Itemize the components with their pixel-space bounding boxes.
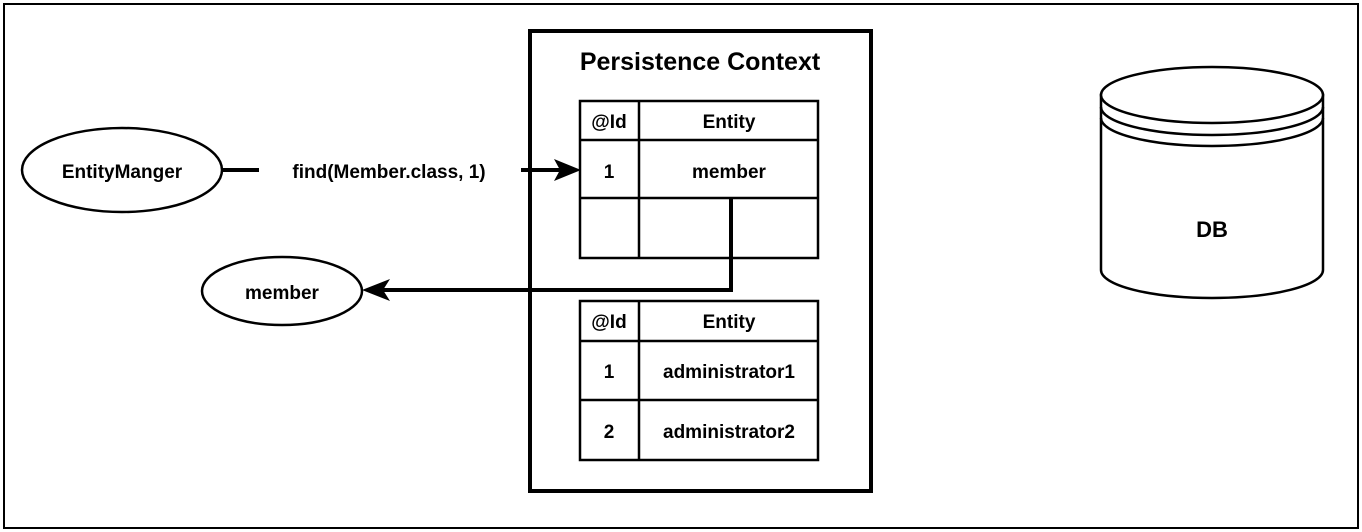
table2-outline (578, 299, 820, 462)
member-ellipse[interactable] (200, 255, 364, 327)
table1-row0-id: 1 (604, 162, 615, 183)
find-edge-label: find(Member.class, 1) (292, 162, 485, 183)
table2-row1-entity: administrator2 (663, 422, 795, 443)
member-label: member (245, 283, 320, 304)
table-outline (578, 99, 820, 260)
db-label: DB (1196, 217, 1228, 242)
entity-manager-node[interactable]: EntityManger (20, 126, 224, 214)
table1-header-entity: Entity (703, 112, 756, 133)
return-entity-edge (362, 198, 733, 301)
entity-manager-label: EntityManger (62, 162, 183, 183)
table1-row0-entity: member (692, 162, 767, 183)
persistence-context-box (528, 29, 873, 493)
diagram-frame (3, 3, 1359, 529)
table2-row0-entity: administrator1 (663, 362, 795, 383)
db-rim-middle (1099, 106, 1325, 137)
persistence-context-title: Persistence Context (580, 48, 821, 76)
table2-header-id: @Id (591, 312, 626, 333)
table2-header-entity: Entity (703, 312, 756, 333)
administrator-table: @Id Entity 1 administrator1 2 administra… (578, 299, 820, 462)
first-level-cache-table: @Id Entity 1 member (578, 99, 820, 260)
table2-row1-id: 2 (604, 422, 615, 443)
return-edge-path (378, 198, 733, 292)
member-node[interactable]: member (200, 255, 364, 327)
db-cylinder-top (1099, 65, 1325, 125)
table2-row0-id: 1 (604, 362, 615, 383)
db-cylinder-body[interactable] (1099, 93, 1325, 300)
database-node[interactable]: DB (1099, 65, 1325, 300)
table1-header-id: @Id (591, 112, 626, 133)
db-rim-lower (1099, 117, 1325, 148)
find-call-edge: find(Member.class, 1) (222, 159, 581, 183)
find-edge-arrowhead (554, 159, 581, 181)
return-edge-arrowhead (362, 279, 390, 301)
